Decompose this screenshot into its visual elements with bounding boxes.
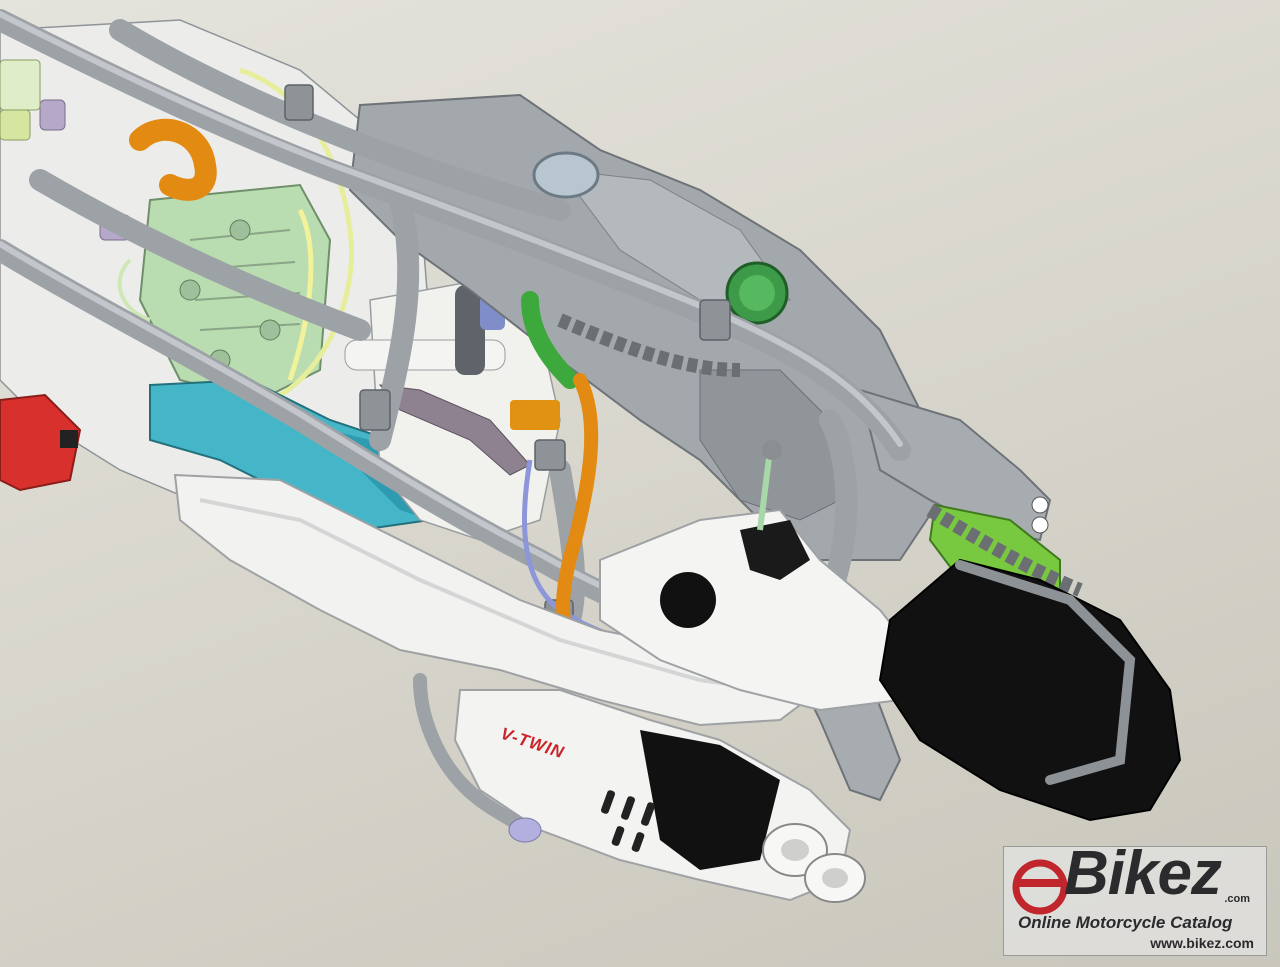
bikez-logo-icon <box>1012 859 1068 915</box>
green-hose <box>521 291 579 389</box>
battery-box <box>0 393 82 492</box>
watermark-suffix: .com <box>1224 893 1250 905</box>
fuel-cap <box>725 261 789 325</box>
watermark-brand: Bikez <box>1064 839 1222 908</box>
fuel-tank <box>348 93 942 561</box>
side-stand <box>413 673 542 843</box>
lower-exhaust: V-TWIN <box>453 689 866 903</box>
coolant-hose <box>129 118 217 201</box>
undertail <box>599 440 922 712</box>
upper-muffler <box>878 558 1182 822</box>
watermark-url: www.bikez.com <box>1150 935 1254 951</box>
bikez-watermark: Bikez .com Online Motorcycle Catalog www… <box>1003 839 1267 956</box>
watermark-tagline: Online Motorcycle Catalog <box>1018 913 1233 932</box>
drive-chain <box>557 313 1083 597</box>
mid-components <box>344 279 561 541</box>
